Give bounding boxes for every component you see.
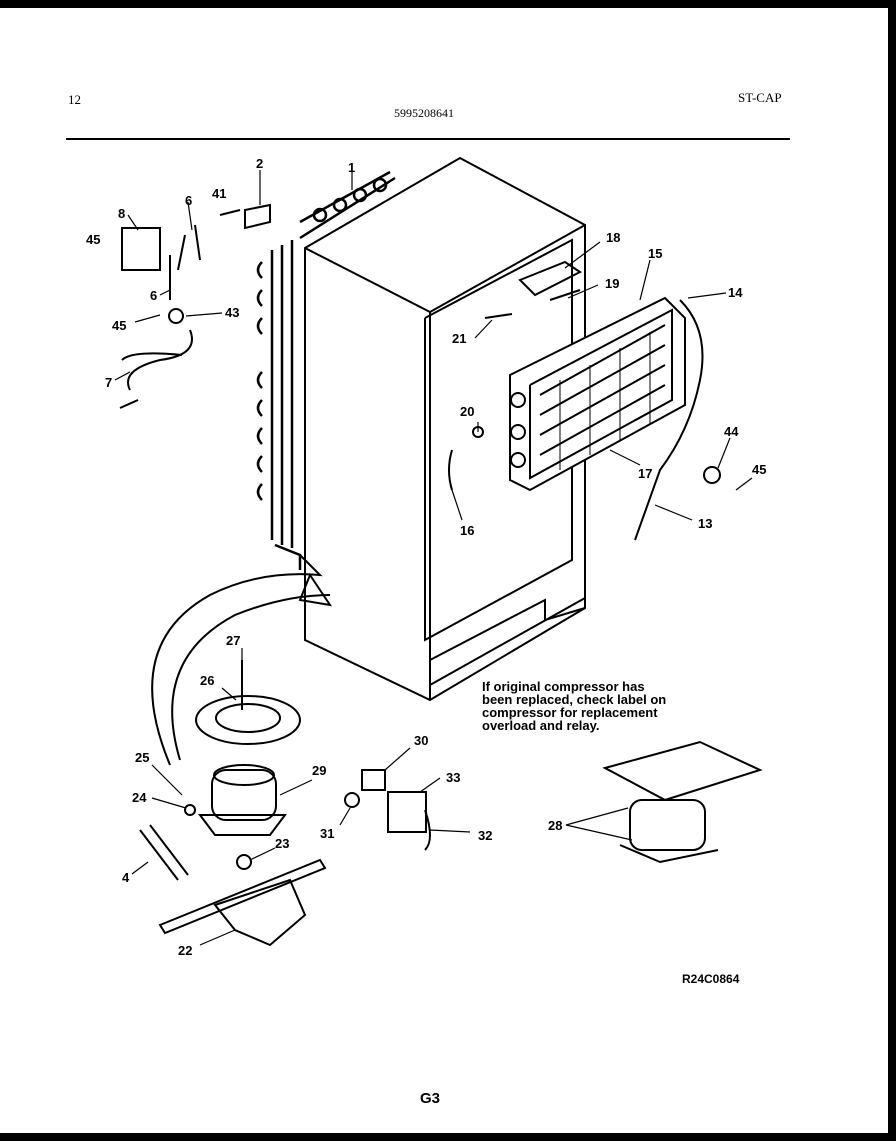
callout-labels: 1 2 4 6 6 7 8 13 14 15 16 17 18 19 20 21…	[86, 156, 766, 958]
callout-22: 22	[178, 943, 192, 958]
bracket-8	[121, 227, 161, 271]
screw-41	[219, 209, 241, 216]
callout-23: 23	[275, 836, 289, 851]
callout-1: 1	[348, 160, 355, 175]
leader-lines	[114, 170, 753, 946]
overload-31	[344, 792, 360, 808]
callout-25: 25	[135, 750, 149, 765]
wire-6	[169, 224, 201, 300]
drain-pan	[195, 695, 301, 745]
arrow-head	[298, 572, 333, 607]
condenser-coil	[256, 170, 396, 570]
callout-31: 31	[320, 826, 334, 841]
relay-30	[361, 769, 386, 791]
callout-15: 15	[648, 246, 662, 261]
base-pan	[158, 858, 327, 947]
screw-21	[484, 313, 513, 319]
callout-24: 24	[132, 790, 147, 805]
evaporator	[509, 296, 704, 541]
callout-13: 13	[698, 516, 712, 531]
callout-32: 32	[478, 828, 492, 843]
curved-arrow	[151, 554, 331, 766]
reference-code: R24C0864	[682, 972, 740, 986]
footer-code: G3	[420, 1090, 441, 1107]
callout-27: 27	[226, 633, 240, 648]
callout-4: 4	[122, 870, 130, 885]
header-rule	[66, 138, 790, 140]
frame-top	[0, 0, 896, 8]
drain-16	[448, 449, 453, 491]
clamp-2	[244, 203, 271, 230]
power-cord	[121, 329, 193, 391]
callout-45b: 45	[112, 318, 126, 333]
callout-41: 41	[212, 186, 226, 201]
callout-45c: 45	[752, 462, 766, 477]
callout-7: 7	[105, 375, 112, 390]
model-code: ST-CAP	[738, 90, 782, 105]
callout-43: 43	[225, 305, 239, 320]
cabinet	[304, 156, 586, 702]
replacement-compressor	[602, 740, 763, 864]
callout-30: 30	[414, 733, 428, 748]
note-line: compressor for replacement	[482, 705, 658, 720]
callout-17: 17	[638, 466, 652, 481]
grommet-24	[184, 804, 196, 816]
compressor-note: If original compressor has been replaced…	[482, 680, 722, 732]
callout-26: 26	[200, 673, 214, 688]
grommet-23	[236, 854, 252, 870]
bracket-43	[168, 308, 184, 324]
part-44	[703, 466, 721, 484]
part-number: 5995208641	[394, 106, 454, 120]
callout-16: 16	[460, 523, 474, 538]
callout-29: 29	[312, 763, 326, 778]
callout-45a: 45	[86, 232, 100, 247]
callout-14: 14	[728, 285, 743, 300]
callout-19: 19	[605, 276, 619, 291]
callout-6b: 6	[150, 288, 157, 303]
frame-bottom	[0, 1133, 896, 1141]
note-line: overload and relay.	[482, 718, 600, 733]
shelf-bracket	[518, 260, 582, 301]
wire-32	[424, 809, 431, 851]
callout-18: 18	[606, 230, 620, 245]
note-line: been replaced, check label on	[482, 692, 667, 707]
callout-20: 20	[460, 404, 474, 419]
compressor	[198, 764, 287, 836]
callout-21: 21	[452, 331, 466, 346]
callout-6a: 6	[185, 193, 192, 208]
drier	[139, 824, 189, 881]
callout-8: 8	[118, 206, 125, 221]
callout-33: 33	[446, 770, 460, 785]
callout-2: 2	[256, 156, 263, 171]
page-number: 12	[68, 92, 81, 107]
callout-28: 28	[548, 818, 562, 833]
callout-44: 44	[724, 424, 739, 439]
relay-33	[387, 791, 427, 833]
note-line: If original compressor has	[482, 679, 645, 694]
frame-right	[888, 0, 896, 1141]
plug	[119, 399, 139, 409]
